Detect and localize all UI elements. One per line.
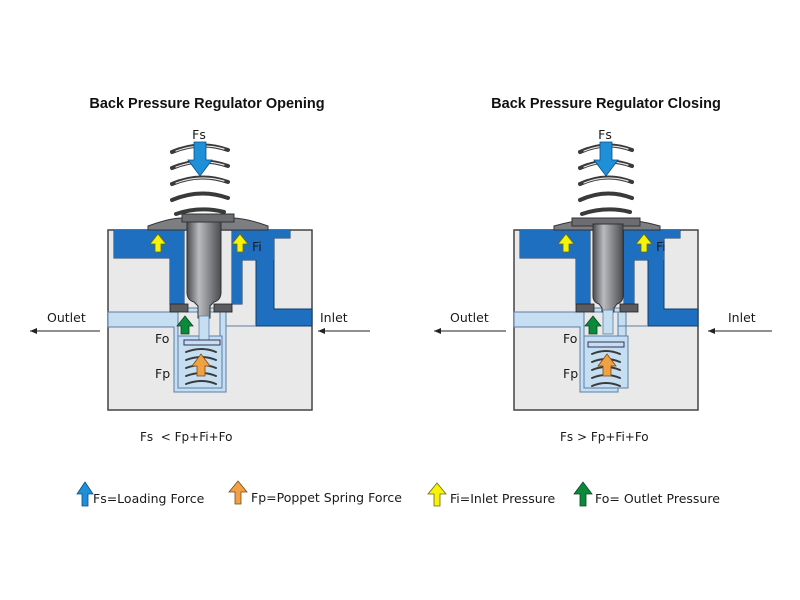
valve-seat-left	[575, 303, 595, 313]
legend-item-fi: Fi=Inlet Pressure	[427, 482, 556, 507]
poppet-disc	[183, 339, 221, 346]
force-equation: Fs < Fp+Fi+Fo	[140, 430, 232, 444]
legend-item-fo: Fo= Outlet Pressure	[573, 481, 720, 507]
piston	[186, 221, 222, 319]
inlet-arrow-icon	[708, 328, 772, 334]
outlet-label: Outlet	[450, 310, 489, 325]
top-plate	[181, 213, 235, 223]
inlet-arrow-icon	[318, 328, 370, 334]
valve-seat-right	[213, 303, 233, 313]
legend-item-fp: Fp=Poppet Spring Force	[228, 480, 402, 505]
arrow-up-icon	[228, 480, 248, 505]
piston-stem	[198, 315, 210, 341]
force-equation: Fs > Fp+Fi+Fo	[560, 430, 649, 444]
arrow-up-icon	[76, 481, 94, 507]
loading-force-arrow-icon	[187, 141, 213, 177]
loading-force-arrow-icon	[593, 141, 619, 177]
outlet-arrow-icon	[434, 328, 506, 334]
legend-label: Fp=Poppet Spring Force	[251, 490, 402, 505]
fi-label: Fi	[656, 239, 666, 254]
legend: Fs=Loading Force Fp=Poppet Spring Force …	[76, 480, 720, 507]
fo-label: Fo	[563, 331, 577, 346]
poppet-spring-force-arrow-icon	[597, 353, 617, 377]
outlet-label: Outlet	[47, 310, 86, 325]
legend-label: Fi=Inlet Pressure	[450, 491, 556, 506]
fs-label: Fs	[192, 127, 206, 142]
legend-label: Fo= Outlet Pressure	[595, 491, 720, 506]
panel-opening: Back Pressure Regulator Opening	[30, 96, 370, 444]
valve-seat-left	[169, 303, 189, 313]
piston	[592, 223, 624, 313]
inlet-label: Inlet	[728, 310, 756, 325]
panel-title: Back Pressure Regulator Closing	[491, 96, 721, 112]
inlet-pressure-arrow-icon	[557, 233, 575, 253]
inlet-label: Inlet	[320, 310, 348, 325]
fs-label: Fs	[598, 127, 612, 142]
panel-closing: Back Pressure Regulator Closing	[434, 96, 772, 444]
arrow-up-icon	[573, 481, 593, 507]
inlet-pressure-arrow-icon	[231, 233, 249, 253]
legend-label: Fs=Loading Force	[93, 491, 205, 506]
fo-label: Fo	[155, 331, 169, 346]
outlet-arrow-icon	[30, 328, 100, 334]
inlet-pressure-arrow-icon	[149, 233, 167, 253]
poppet-disc	[587, 341, 625, 348]
piston-stem	[602, 309, 614, 335]
legend-item-fs: Fs=Loading Force	[76, 481, 205, 507]
outlet-pressure-arrow-icon	[584, 315, 602, 335]
inlet-pressure-arrow-icon	[635, 233, 653, 253]
panel-title: Back Pressure Regulator Opening	[89, 96, 324, 112]
fi-label: Fi	[252, 239, 262, 254]
fp-label: Fp	[563, 366, 578, 381]
valve-seat-right	[619, 303, 639, 313]
fp-label: Fp	[155, 366, 170, 381]
inlet-chamber-top	[520, 230, 680, 304]
outlet-pressure-arrow-icon	[176, 315, 194, 335]
poppet-spring-force-arrow-icon	[191, 353, 211, 377]
arrow-up-icon	[427, 482, 447, 507]
